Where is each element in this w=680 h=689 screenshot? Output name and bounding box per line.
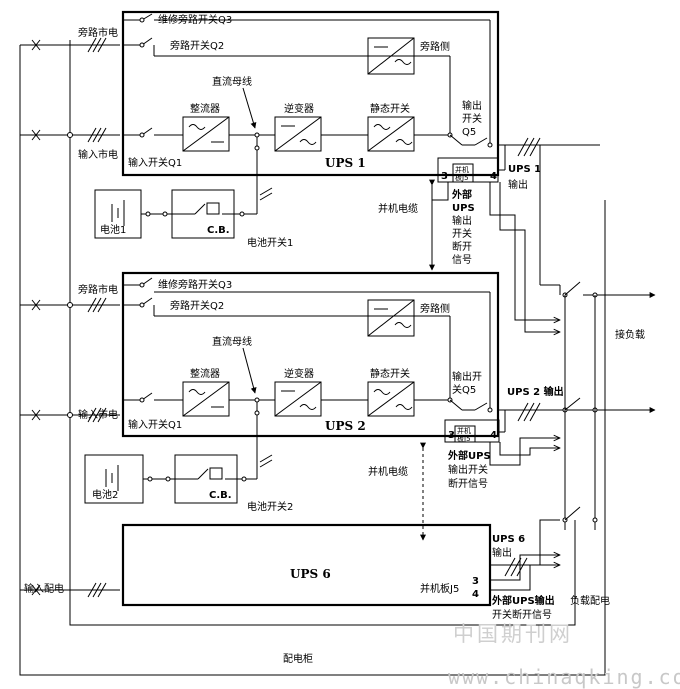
ups6-pin4: 4 (472, 589, 479, 600)
ups1-output-label-2: 输出 (508, 178, 528, 191)
ups6-ext-signal-2: 开关断开信号 (492, 608, 552, 621)
ups2-battery-switch-label: 电池开关2 (247, 500, 293, 513)
ups2-board-label-2: 板J5 (457, 434, 471, 443)
ups1-dc-bus-label: 直流母线 (212, 75, 252, 88)
ups1-q5-label-1: 输出 (462, 99, 482, 112)
ups2-bypass-side-label: 旁路侧 (420, 302, 450, 315)
ups1-ext-signal-5: 断开 (452, 240, 472, 253)
ups2-cabinet (121, 271, 500, 458)
ups6-output-label-2: 输出 (492, 546, 512, 559)
ups1-battery-switch-label: 电池开关1 (247, 236, 293, 249)
ups1-ext-signal-4: 开关 (452, 227, 472, 240)
ups1-rectifier-label: 整流器 (190, 102, 220, 115)
ups6-cabinet (121, 506, 598, 607)
ups2-static-switch-label: 静态开关 (370, 367, 410, 380)
ups1-ext-signal-6: 信号 (452, 254, 472, 266)
cabinet-label: 配电柜 (283, 652, 313, 665)
ups6-output-label-1: UPS 6 (492, 534, 525, 545)
ups2-ext-signal-3: 断开信号 (448, 477, 488, 490)
ups1-cabinet (121, 10, 500, 190)
ups6-title: UPS 6 (290, 567, 331, 581)
load-label: 接负载 (615, 328, 645, 341)
ups2-inverter-label: 逆变器 (284, 367, 314, 380)
ups1-battery (94, 187, 273, 239)
breaker-marks (31, 37, 107, 598)
ups2-parallel-board (444, 410, 560, 466)
ups2-q5-label-2: 关Q5 (452, 383, 476, 396)
ups2-bypass-mains-label: 旁路市电 (78, 283, 118, 296)
ups2-input-switch-label: 输入开关Q1 (128, 418, 182, 431)
ups1-ext-signal-3: 输出 (452, 214, 472, 227)
ups1-battery-label: 电池1 (100, 223, 126, 236)
ups1-q5-label-3: Q5 (462, 127, 476, 138)
cabinet-wiring (19, 37, 606, 676)
ups2-title: UPS 2 (325, 419, 366, 433)
parallel-cable-1-label: 并机电缆 (378, 202, 418, 215)
ups1-title: UPS 1 (325, 156, 366, 170)
ups2-output-wiring (498, 295, 656, 530)
ups2-ext-signal-1: 外部UPS (447, 449, 491, 462)
ups1-ext-signal-2: UPS (452, 203, 475, 214)
ups2-board-label-1: 并机 (457, 426, 471, 435)
ups2-q2-label: 旁路开关Q2 (170, 299, 224, 312)
ups6-board-label: 并机板J5 (420, 582, 459, 595)
ups1-q5-label-2: 开关 (462, 112, 482, 125)
ups2-q5-label-1: 输出开 (452, 370, 482, 383)
watermark-url: www.chinaqking.com (448, 665, 680, 689)
parallel-cable-2-label: 并机电缆 (368, 465, 408, 478)
ups1-q2-label: 旁路开关Q2 (170, 39, 224, 52)
ups1-input-switch-label: 输入开关Q1 (128, 156, 182, 169)
ups1-inverter-label: 逆变器 (284, 102, 314, 115)
ups1-bypass-mains-label: 旁路市电 (78, 26, 118, 39)
ups2-cb-label: C.B. (209, 490, 232, 501)
ups1-pin3: 3 (441, 171, 448, 182)
ups2-battery-label: 电池2 (92, 488, 118, 501)
ups1-board-label-2: 板J5 (455, 173, 469, 182)
ups1-bypass-side-label: 旁路侧 (420, 40, 450, 53)
watermark-cn: 中国期刊网 (453, 622, 573, 646)
ups6-input-dist-label: 输入配电 (24, 582, 64, 595)
ups2-input-mains-label: 输入市电 (78, 408, 118, 421)
ups6-ext-signal-1: 外部UPS输出 (491, 594, 555, 607)
ups1-output-label-1: UPS 1 (508, 164, 541, 175)
load-dist-label: 负载配电 (570, 594, 610, 607)
ups2-dc-bus-label: 直流母线 (212, 335, 252, 348)
ups1-pin4: 4 (490, 171, 497, 182)
ups2-pin3: 3 (448, 430, 455, 441)
ups1-ext-signal-1: 外部 (451, 188, 472, 201)
ups1-output-wiring (498, 137, 656, 298)
ups2-battery (84, 454, 273, 504)
ups2-output-label: UPS 2 输出 (507, 385, 564, 398)
ups2-rectifier-label: 整流器 (190, 367, 220, 380)
ups2-q3-label: 维修旁路开关Q3 (158, 278, 232, 291)
ups1-board-label-1: 并机 (455, 165, 469, 174)
ups2-ext-signal-2: 输出开关 (448, 463, 488, 476)
ups1-input-mains-label: 输入市电 (78, 148, 118, 161)
ups2-pin4: 4 (490, 430, 497, 441)
ups6-pin3: 3 (472, 576, 479, 587)
ups1-static-switch-label: 静态开关 (370, 102, 410, 115)
ups1-parallel-board (432, 145, 560, 332)
ups1-cb-label: C.B. (207, 225, 230, 236)
ups1-q3-label: 维修旁路开关Q3 (158, 13, 232, 26)
